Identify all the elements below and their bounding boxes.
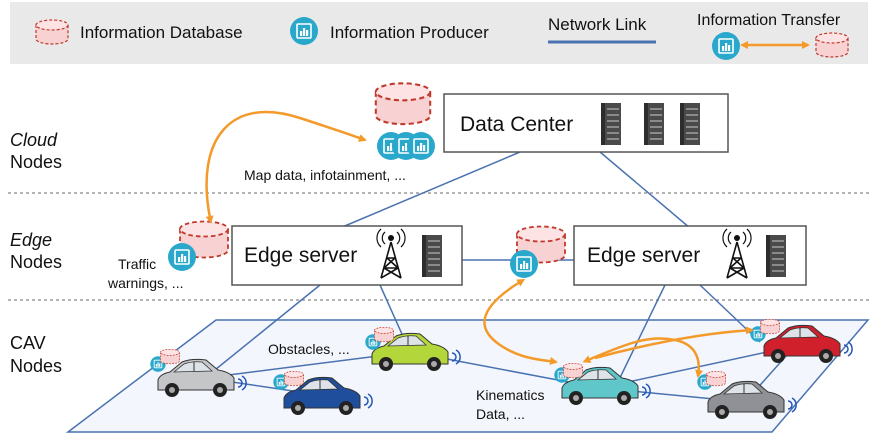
- kinematics-annotation-line1: Kinematics: [476, 387, 544, 403]
- tier-edge-nodes: Nodes: [10, 252, 62, 272]
- road-plane: [65, 319, 870, 433]
- tier-cav-nodes: Nodes: [10, 356, 62, 376]
- tier-cloud-label: Cloud: [10, 130, 58, 150]
- information-transfer-arrows: [205, 110, 754, 378]
- legend-database-icon: [35, 19, 69, 45]
- legend-transfer-database-icon: [815, 32, 849, 58]
- tier-cav-label: CAV: [10, 333, 46, 353]
- map-data-annotation: Map data, infotainment, ...: [244, 167, 406, 183]
- legend-producer-label: Information Producer: [330, 23, 489, 42]
- edge-server-right-server-icon: [766, 235, 786, 277]
- data-center-server-icon: [601, 103, 700, 145]
- car-green-database-icon: [374, 327, 394, 343]
- edge-left-producer-icon: [167, 242, 197, 272]
- edge-server-right-label: Edge server: [587, 244, 700, 267]
- legend-link-label: Network Link: [548, 15, 647, 34]
- cloud-producer-icon: [376, 131, 436, 161]
- legend-producer-icon: [289, 16, 319, 46]
- edge-middle-producer-icon: [509, 249, 539, 279]
- cloud-database-icon: [374, 82, 432, 126]
- car-silver-database-icon: [160, 349, 180, 365]
- kinematics-annotation-line2: Data, ...: [476, 406, 525, 422]
- tier-edge-label: Edge: [10, 230, 52, 250]
- tier-cloud-nodes: Nodes: [10, 152, 62, 172]
- car-grey-database-icon: [706, 371, 726, 387]
- traffic-annotation-line2: warnings, ...: [107, 275, 183, 291]
- car-red-database-icon: [760, 319, 780, 335]
- edge-server-left-server-icon: [422, 235, 442, 277]
- car-blue-database-icon: [284, 371, 304, 387]
- data-center-label: Data Center: [460, 113, 573, 136]
- obstacles-annotation: Obstacles, ...: [268, 341, 350, 357]
- legend-transfer-producer-icon: [711, 31, 741, 61]
- edge-server-left-label: Edge server: [244, 244, 357, 267]
- traffic-annotation-line1: Traffic: [118, 256, 156, 272]
- car-teal-database-icon: [563, 363, 583, 379]
- legend-transfer-label: Information Transfer: [697, 12, 841, 29]
- legend-database-label: Information Database: [80, 23, 243, 42]
